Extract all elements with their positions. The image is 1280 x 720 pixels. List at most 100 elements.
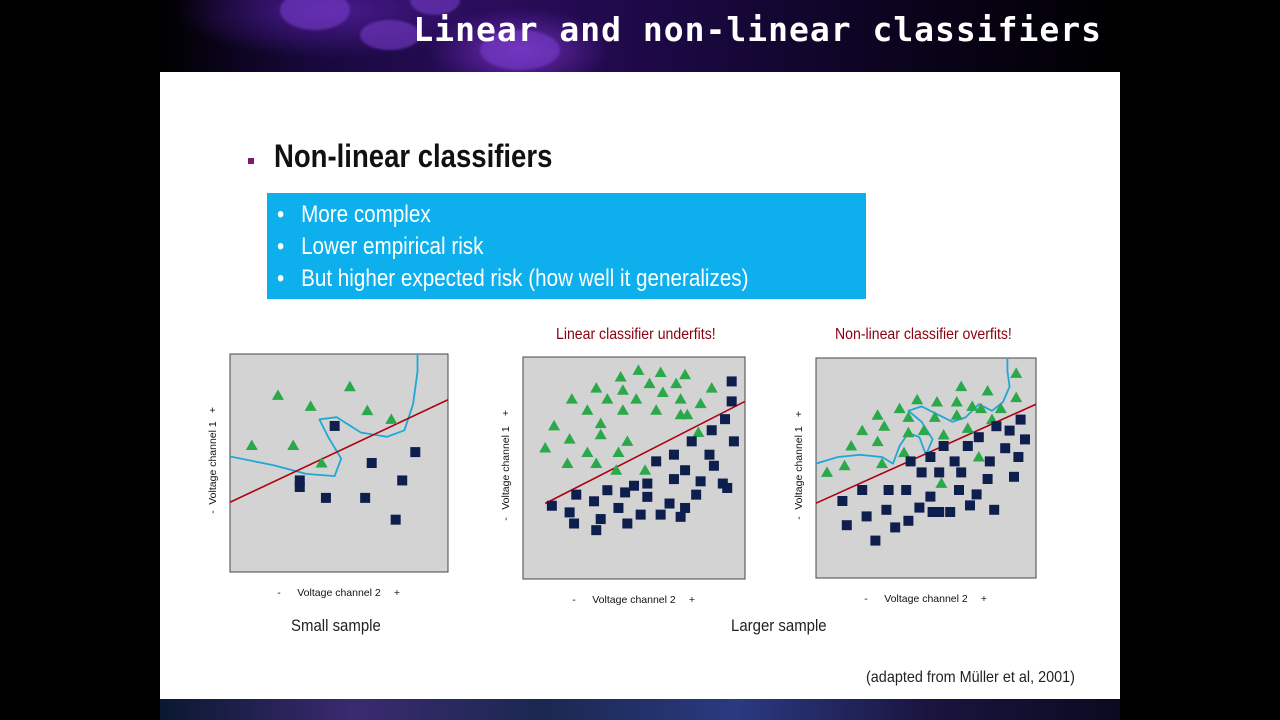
square-point — [954, 485, 964, 495]
triangle-point — [621, 435, 634, 446]
triangle-point — [692, 426, 705, 437]
triangle-point — [271, 389, 284, 400]
plot-title-underfit: Linear classifier underfits! — [556, 326, 716, 343]
triangle-point — [871, 435, 884, 447]
square-point — [720, 414, 731, 425]
square-point — [982, 474, 993, 484]
triangle-point — [594, 428, 607, 440]
square-point — [857, 485, 868, 495]
nonlinear-boundary — [230, 354, 419, 477]
triangle-point — [601, 393, 614, 404]
triangle-point — [955, 380, 968, 392]
triangle-point — [694, 397, 707, 409]
square-point — [962, 441, 973, 451]
square-point — [901, 485, 912, 495]
caption-small-sample: Small sample — [291, 616, 381, 635]
triangle-point — [548, 419, 561, 431]
bullet-dot-icon: • — [277, 233, 285, 260]
square-point — [642, 478, 653, 489]
box-bullet: • More complex — [277, 201, 431, 229]
triangle-point — [245, 439, 258, 451]
triangle-point — [630, 393, 643, 404]
square-point — [914, 502, 925, 513]
square-point — [664, 498, 675, 509]
square-point — [890, 522, 901, 533]
square-point — [635, 509, 646, 520]
square-point — [837, 496, 848, 506]
triangle-point — [876, 457, 888, 469]
square-point — [589, 496, 600, 507]
box-bullet: •Lower empirical risk — [277, 233, 483, 261]
triangle-point — [674, 393, 687, 404]
triangle-point — [315, 457, 328, 468]
nonlinear-boundary — [816, 358, 1011, 465]
box-bullet-text: More complex — [301, 201, 431, 228]
x-axis-minus: - — [277, 587, 281, 599]
square-point — [1015, 414, 1026, 425]
square-point — [622, 518, 633, 529]
square-point — [861, 511, 872, 522]
triangle-point — [928, 411, 941, 422]
scatter-plot-small-sample: Voltage channel 1-+Voltage channel 2-+ — [207, 353, 449, 599]
square-point — [905, 456, 916, 467]
square-point — [965, 500, 975, 511]
square-point — [726, 396, 737, 407]
square-point — [366, 458, 377, 468]
square-point — [927, 507, 938, 517]
y-axis-label: Voltage channel 1 — [207, 421, 219, 505]
triangle-point — [679, 368, 692, 380]
square-point — [642, 491, 653, 502]
highlight-box: • More complex •Lower empirical risk • But… — [267, 193, 866, 299]
triangle-point — [898, 446, 910, 458]
bullet-square-icon — [248, 158, 254, 164]
square-point — [329, 420, 340, 431]
square-point — [971, 489, 982, 500]
triangle-point — [385, 413, 398, 424]
triangle-point — [581, 446, 594, 457]
x-axis-label: Voltage channel 2 — [884, 593, 968, 605]
square-point — [956, 467, 967, 478]
square-point — [410, 447, 421, 458]
square-point — [691, 489, 702, 500]
square-point — [397, 475, 408, 486]
square-point — [938, 441, 949, 451]
triangle-point — [565, 393, 578, 404]
triangle-point — [616, 404, 629, 415]
bullet-dot-icon: • — [277, 201, 285, 228]
triangle-point — [643, 377, 656, 389]
y-axis-plus: + — [793, 411, 805, 417]
square-point — [620, 487, 631, 498]
square-point — [668, 449, 679, 460]
triangle-point — [304, 400, 317, 411]
triangle-point — [705, 382, 718, 393]
square-point — [1013, 452, 1024, 462]
triangle-point — [966, 400, 979, 411]
triangle-point — [614, 370, 627, 382]
triangle-point — [287, 439, 300, 451]
x-axis-plus: + — [394, 587, 400, 599]
triangle-point — [972, 451, 985, 462]
square-point — [934, 507, 945, 517]
square-point — [708, 460, 719, 471]
triangle-point — [343, 380, 356, 392]
plot-area — [522, 356, 746, 580]
square-point — [925, 491, 936, 502]
square-point — [722, 482, 733, 493]
square-point — [1020, 434, 1030, 445]
square-point — [680, 465, 691, 476]
triangle-point — [902, 426, 915, 438]
x-axis-plus: + — [981, 593, 987, 605]
triangle-point — [561, 457, 574, 469]
box-bullet-text: But higher expected risk (how well it ge… — [301, 265, 749, 292]
triangle-point — [639, 464, 652, 475]
section-heading: Non-linear classifiers — [274, 138, 553, 174]
square-point — [695, 476, 706, 487]
bullet-dot-icon: • — [277, 265, 285, 292]
square-point — [294, 481, 305, 492]
y-axis-label: Voltage channel 1 — [793, 426, 805, 510]
square-point — [655, 509, 666, 520]
square-point — [949, 456, 960, 467]
square-point — [651, 456, 662, 467]
triangle-point — [674, 408, 687, 420]
square-point — [564, 507, 575, 518]
